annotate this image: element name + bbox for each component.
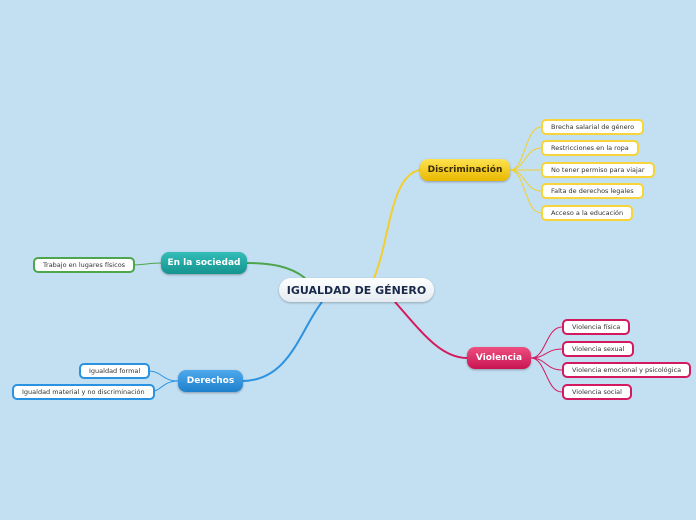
subtopic-acceso-educacion[interactable]: Acceso a la educación: [541, 205, 634, 221]
subtopic-permiso-viajar[interactable]: No tener permiso para viajar: [541, 162, 655, 178]
link-derechos: [242, 301, 323, 382]
subtopic-violencia-emocional[interactable]: Violencia emocional y psicológica: [562, 362, 692, 378]
link-violencia: [394, 301, 468, 359]
subtopic-derechos-legales[interactable]: Falta de derechos legales: [541, 183, 644, 199]
topic-en-la-sociedad[interactable]: En la sociedad: [161, 252, 247, 274]
subtopic-violencia-fisica[interactable]: Violencia física: [562, 319, 631, 335]
subtopic-igualdad-material[interactable]: Igualdad material y no discriminación: [12, 384, 155, 400]
central-topic[interactable]: IGUALDAD DE GÉNERO: [279, 278, 434, 302]
subtopic-igualdad-formal[interactable]: Igualdad formal: [79, 363, 151, 379]
subtopic-violencia-social[interactable]: Violencia social: [562, 384, 632, 400]
link-discriminacion: [373, 169, 421, 279]
subtopic-brecha-salarial[interactable]: Brecha salarial de género: [541, 119, 645, 135]
subtopic-trabajo-lugares-fisicos[interactable]: Trabajo en lugares físicos: [33, 257, 136, 273]
link-sociedad: [246, 262, 306, 279]
subtopic-restricciones-ropa[interactable]: Restricciones en la ropa: [541, 140, 639, 156]
subtopic-violencia-sexual[interactable]: Violencia sexual: [562, 341, 635, 357]
topic-violencia[interactable]: Violencia: [467, 347, 531, 369]
topic-derechos[interactable]: Derechos: [178, 370, 243, 392]
topic-discriminacion[interactable]: Discriminación: [420, 159, 510, 181]
